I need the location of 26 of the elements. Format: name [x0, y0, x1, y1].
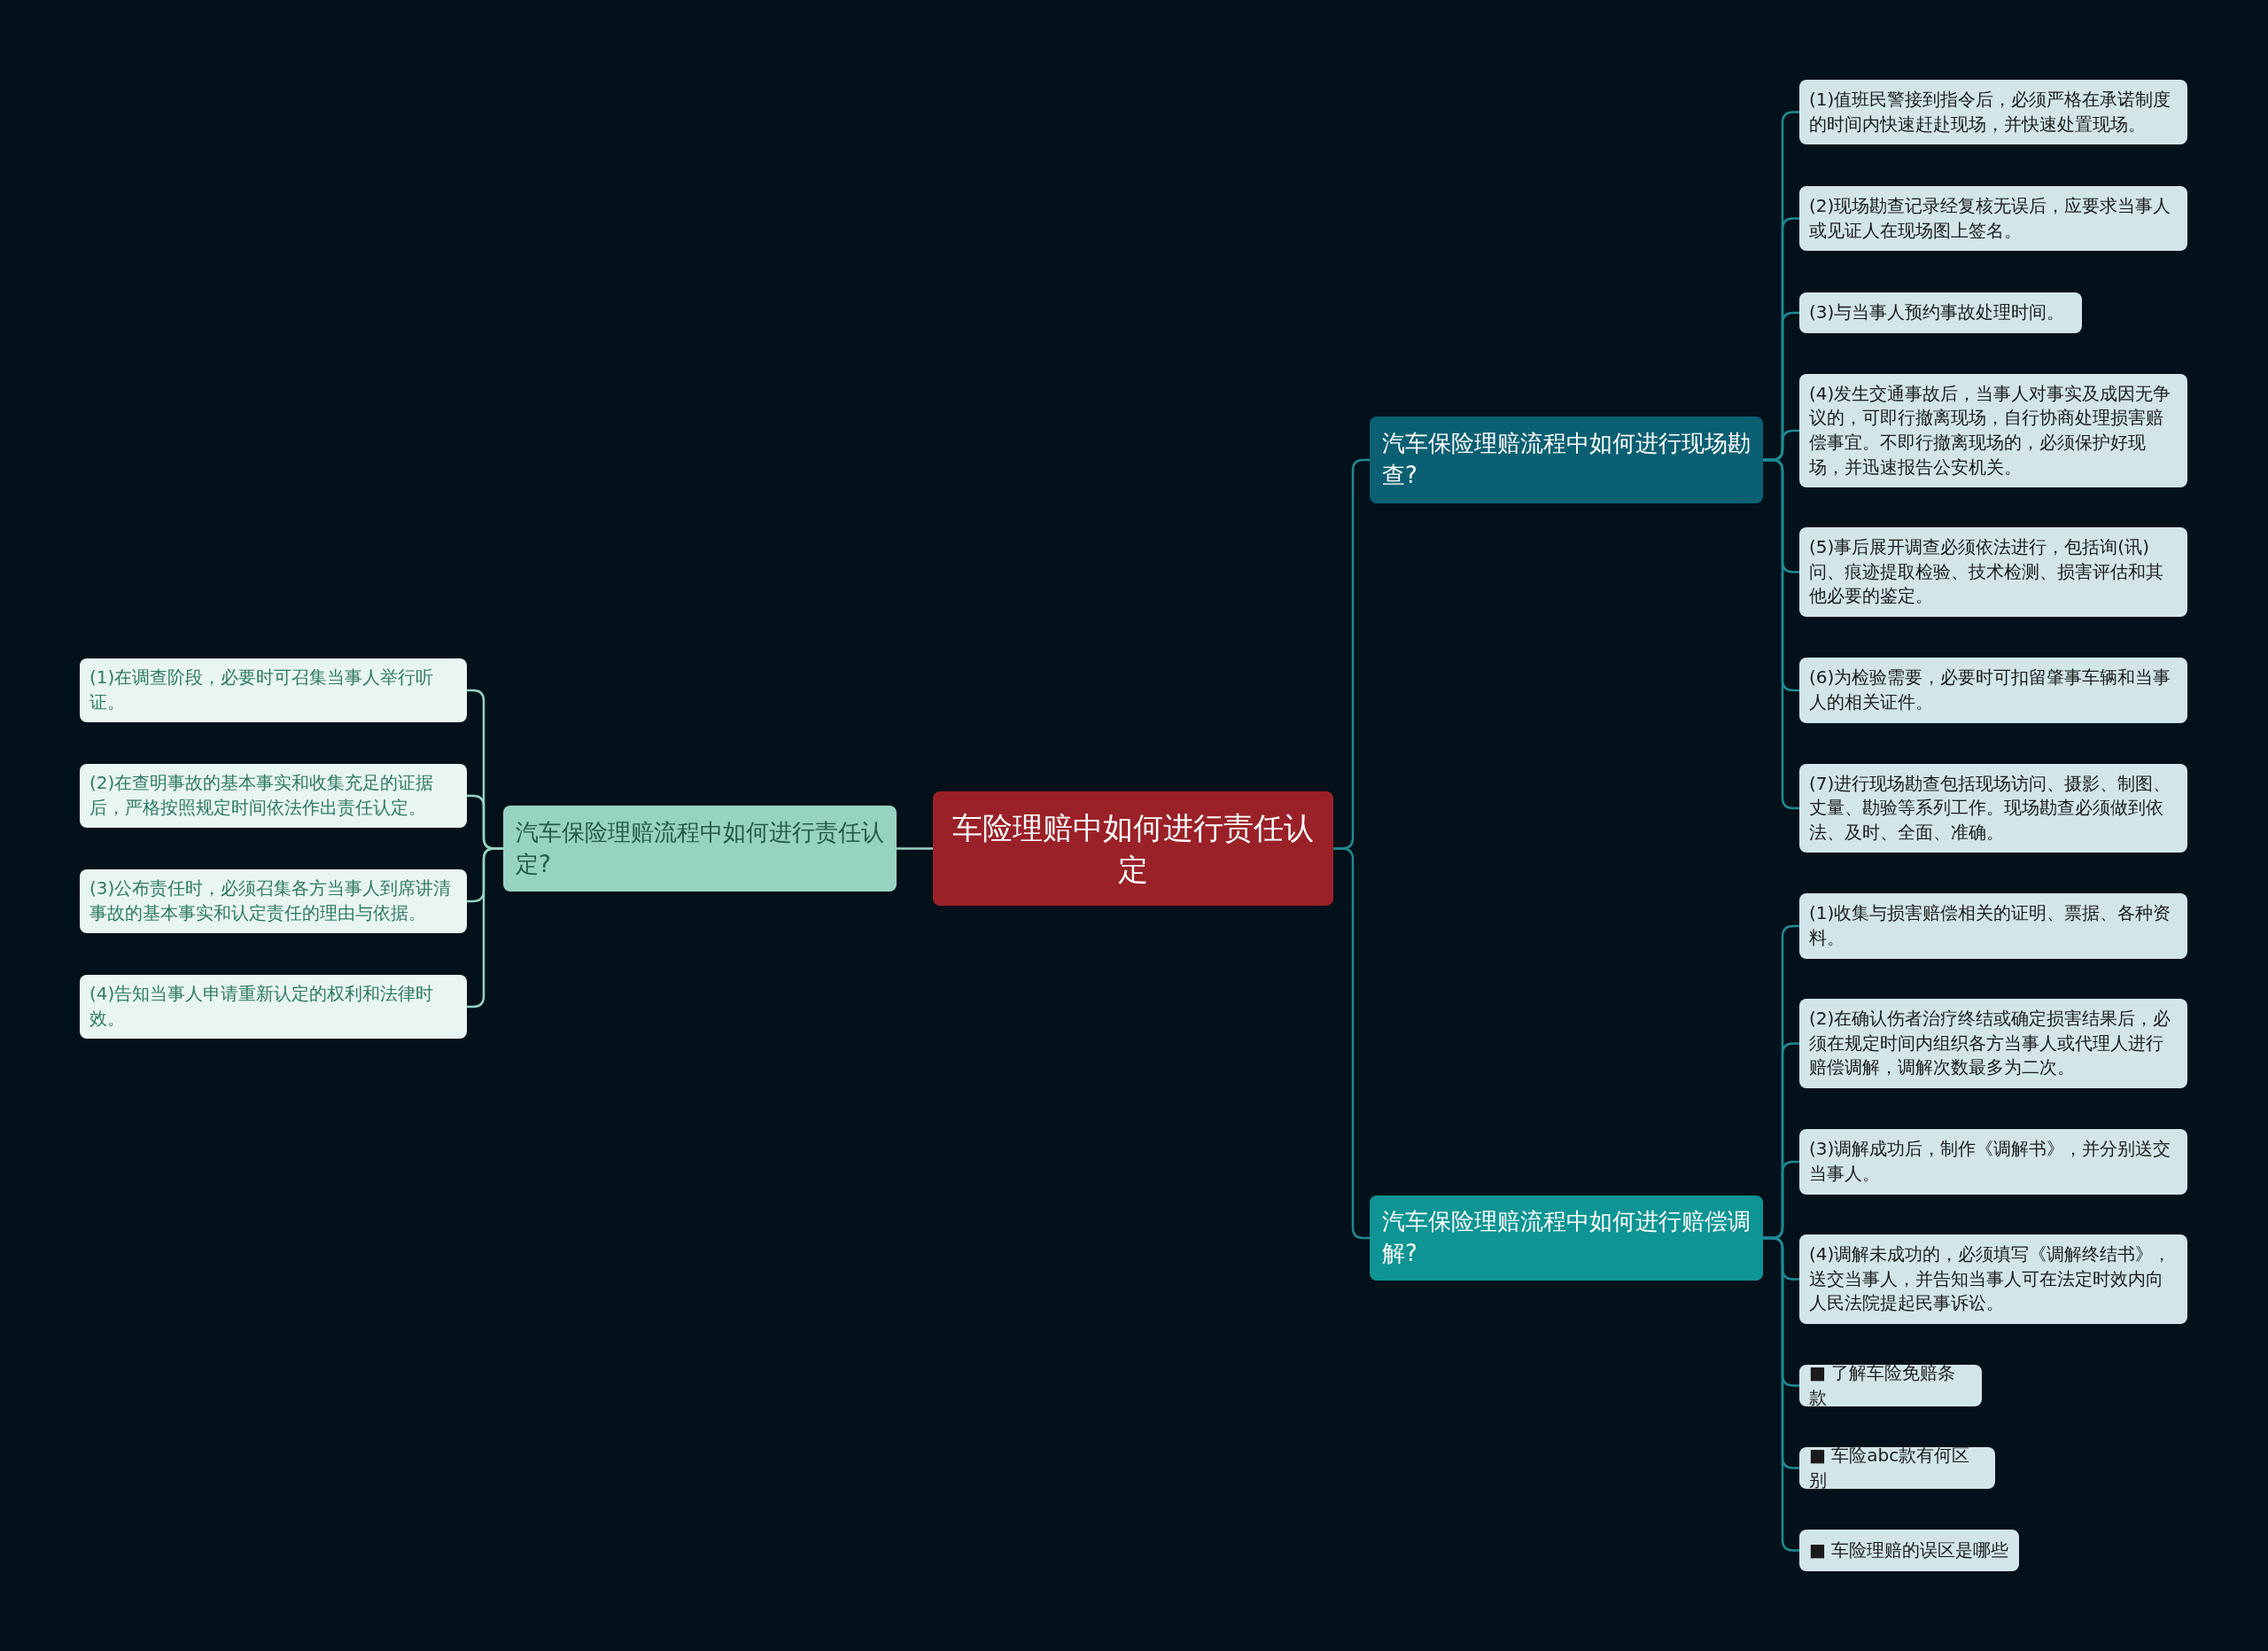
connector-line [897, 847, 933, 850]
subtopic-box: (1)值班民警接到指令后，必须严格在承诺制度的时间内快速赶赴现场，并快速处置现场。 [1799, 80, 2187, 144]
connector-line [1333, 847, 1370, 1240]
subtopic-box: (3)公布责任时，必须召集各方当事人到席讲清事故的基本事实和认定责任的理由与依据。 [80, 869, 467, 933]
subtopic-box: ■ 车险abc款有何区别 [1799, 1447, 1995, 1489]
subtopic-box: (2)在查明事故的基本事实和收集充足的证据后，严格按照规定时间依法作出责任认定。 [80, 764, 467, 828]
topic-box: 汽车保险理赔流程中如何进行赔偿调解? [1370, 1195, 1763, 1281]
topic-box: 汽车保险理赔流程中如何进行责任认定? [503, 806, 897, 892]
subtopic-box: (3)调解成功后，制作《调解书》，并分别送交当事人。 [1799, 1129, 2187, 1195]
connector-line [1763, 458, 1799, 810]
subtopic-box: (6)为检验需要，必要时可扣留肇事车辆和当事人的相关证件。 [1799, 658, 2187, 723]
subtopic-box: (7)进行现场勘查包括现场访问、摄影、制图、丈量、勘验等系列工作。现场勘查必须做到依法、及时、全面、准确。 [1799, 764, 2187, 853]
subtopic-box: (1)在调查阶段，必要时可召集当事人举行听证。 [80, 658, 467, 722]
subtopic-box: (3)与当事人预约事故处理时间。 [1799, 292, 2082, 333]
subtopic-box: (4)告知当事人申请重新认定的权利和法律时效。 [80, 975, 467, 1039]
subtopic-box: (2)在确认伤者治疗终结或确定损害结果后，必须在规定时间内组织各方当事人或代理人进行赔偿调解，调解次数最多为二次。 [1799, 999, 2187, 1088]
subtopic-box: ■ 车险理赔的误区是哪些 [1799, 1530, 2019, 1571]
subtopic-box: (1)收集与损害赔偿相关的证明、票据、各种资料。 [1799, 893, 2187, 959]
topic-box: 汽车保险理赔流程中如何进行现场勘查? [1370, 417, 1763, 503]
subtopic-box: ■ 了解车险免赔条款 [1799, 1365, 1982, 1406]
connector-line [467, 847, 503, 1009]
subtopic-box: (5)事后展开调查必须依法进行，包括询(讯)问、痕迹提取检验、技术检测、损害评估和其他必要的鉴定。 [1799, 527, 2187, 617]
subtopic-box: (4)发生交通事故后，当事人对事实及成因无争议的，可即行撤离现场，自行协商处理损害赔偿事宜。不即行撤离现场的，必须保护好现场，并迅速报告公安机关。 [1799, 374, 2187, 487]
central-topic-box: 车险理赔中如何进行责任认定 [933, 791, 1333, 906]
subtopic-box: (2)现场勘查记录经复核无误后，应要求当事人或见证人在现场图上签名。 [1799, 186, 2187, 251]
subtopic-box: (4)调解未成功的，必须填写《调解终结书》，送交当事人，并告知当事人可在法定时效内向人民法院提起民事诉讼。 [1799, 1234, 2187, 1324]
